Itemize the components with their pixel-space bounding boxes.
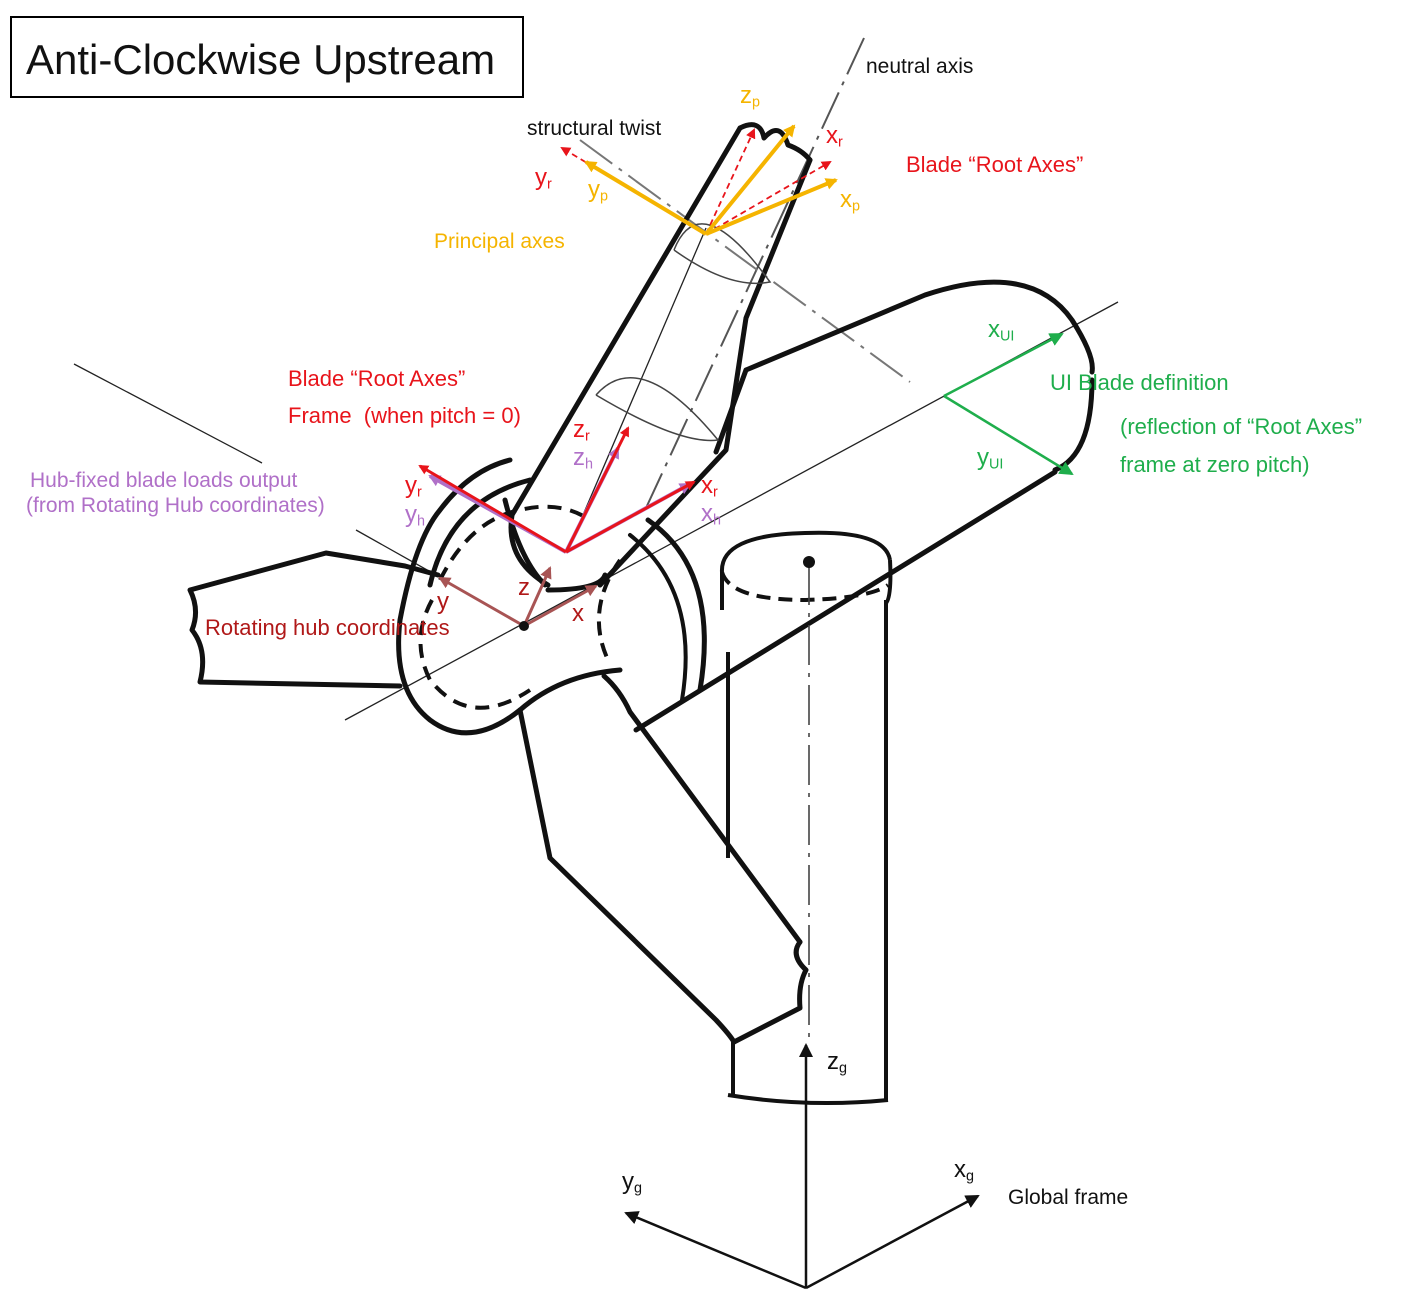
top-axes [560,124,838,236]
top-xr-arrow [705,160,832,235]
top-zr-arrow [705,128,756,235]
global-axes [624,1043,980,1290]
global-y-label: yg [622,1168,643,1197]
upper-left-guide-line [73,363,263,464]
ui-x-label: xUI [988,316,1015,345]
lower-blade-right-edge [601,673,803,945]
global-x-arrow [805,1194,980,1290]
title-box: Anti-Clockwise Upstream [10,16,524,98]
lower-blade-left-edge [517,707,737,1045]
root-axes [418,426,696,554]
ui-x-arrow [943,332,1064,398]
top-xp-arrow [705,178,838,236]
yaw-bearing-top [719,530,892,573]
yaw-bearing-dashed-bottom [720,571,890,603]
root-zr-label: zr [573,416,590,445]
reflection-label-line2: frame at zero pitch) [1120,452,1310,477]
root-xh-label: xh [701,500,722,529]
top-yp-label: yp [588,176,609,205]
top-yp-arrow [584,160,708,236]
ui-blade-definition-label: UI Blade definition [1050,370,1229,395]
principal-axes-label: Principal axes [434,230,565,253]
reflection-label-line1: (reflection of “Root Axes” [1120,414,1363,439]
upper-blade-left-edge [509,125,743,518]
blade-centre-line [567,227,707,551]
top-xr-label: xr [826,122,843,151]
hub-x-label: x [572,600,584,627]
hub-x-arrow [523,584,598,628]
ui-axes [943,332,1074,476]
yaw-bearing-right [883,559,893,606]
yaw-axis-dot [803,556,815,568]
nacelle-top-edge [743,279,1095,375]
neutral-axis-label: neutral axis [866,55,974,78]
hub [396,457,623,736]
left-blade-outline [187,550,441,689]
hub-dashed-top [438,504,592,581]
hub-fixed-label-line2: (from Rotating Hub coordinates) [26,494,325,517]
structural-twist-label: structural twist [527,117,662,140]
tower-base-line [727,1093,889,1106]
hub-origin-dot [519,621,529,631]
lower-blade-tip [731,939,809,1045]
blade-root-axes-mid-label: Blade “Root Axes” [288,366,466,391]
upper-blade-root-curve [508,512,551,588]
global-z-label: zg [827,1048,848,1077]
top-zp-label: zp [740,82,761,111]
ui-y-label: yUI [977,444,1004,473]
nacelle-back-arc [645,517,707,693]
blade-root-front [545,572,608,593]
nacelle [628,279,1095,733]
structural-twist-line [579,139,911,383]
root-yh-label: yh [405,501,426,530]
ui-y-arrow [943,394,1074,476]
leader-line [355,529,437,576]
nacelle-back-arc-inner [628,533,688,702]
hub-y-arrow [438,576,525,628]
root-xr-arrow [565,480,696,554]
upper-blade-right-edge [597,157,813,588]
global-frame-label: Global frame [1008,1186,1129,1209]
hub-z-arrow [522,566,552,627]
blade-section-mid [595,377,720,442]
left-blade [187,550,441,689]
top-zp-arrow [704,124,796,236]
hub-outline [396,457,623,736]
tower [719,530,893,1106]
upper-blade [508,122,813,588]
global-y-arrow [624,1211,807,1290]
lower-blade [517,673,809,1045]
global-x-label: xg [954,1156,975,1185]
root-zh-label: zh [573,444,594,473]
rotating-hub-label: Rotating hub coordinates [205,615,450,640]
root-yr-arrow [418,464,567,554]
neutral-axis-line [645,37,865,509]
root-zr-arrow [564,426,630,553]
upper-blade-tip [737,122,813,163]
hub-fixed-label-line1: Hub-fixed blade loads output [30,469,298,492]
hub-y-label: y [437,588,449,615]
root-yr-label: yr [405,472,422,501]
root-xr-label: xr [701,472,718,501]
blade-section-top [673,223,772,285]
hub-axes [438,566,598,628]
hub-dashed [418,504,592,710]
blade-root-axes-top-label: Blade “Root Axes” [906,152,1084,177]
top-xp-label: xp [840,186,861,215]
top-yr-label: yr [535,164,552,193]
nacelle-bottom-edge [633,469,1058,733]
diagram-title: Anti-Clockwise Upstream [26,36,496,83]
hub-dashed-left [418,599,532,710]
frame-pitch-zero-label: Frame (when pitch = 0) [288,403,521,428]
hub-z-label: z [518,574,530,601]
